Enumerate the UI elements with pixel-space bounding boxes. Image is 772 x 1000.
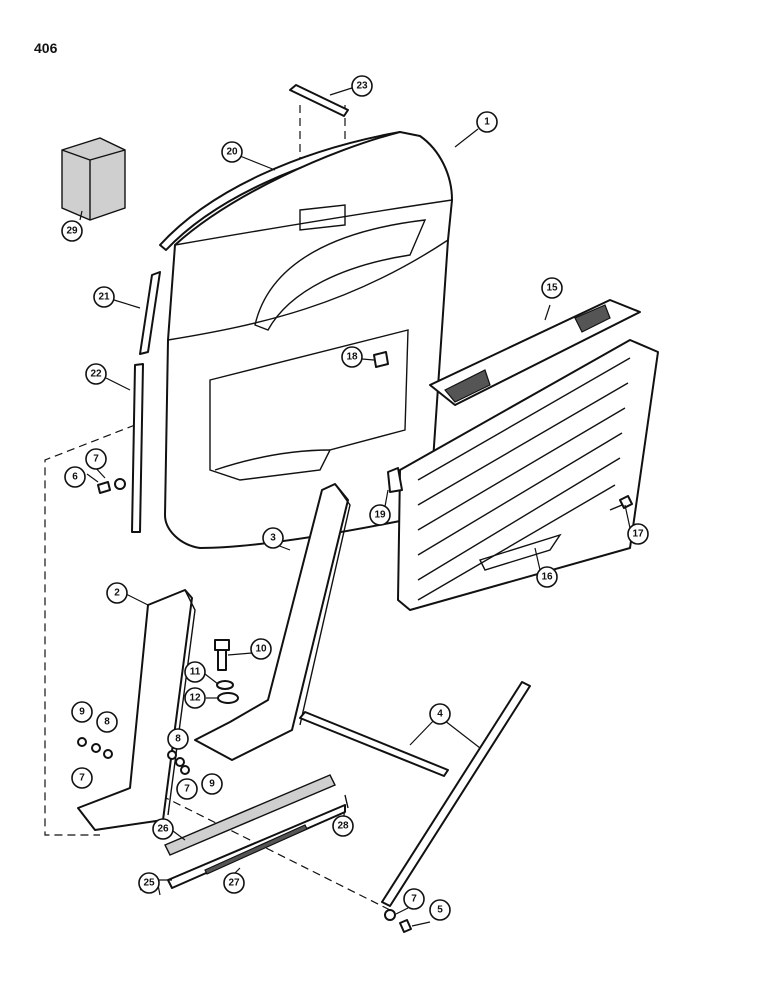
svg-text:17: 17 [632, 529, 644, 540]
wedge-strip-part-23 [289, 84, 349, 117]
support-post-part-3 [194, 483, 351, 761]
svg-text:8: 8 [104, 717, 110, 728]
svg-text:29: 29 [66, 226, 78, 237]
callout-23: 23 [351, 75, 373, 97]
screw-part-28 [344, 794, 349, 809]
foam-block-part-29 [61, 137, 126, 221]
svg-text:10: 10 [255, 644, 267, 655]
shroud-housing-part-1 [164, 131, 453, 549]
svg-text:15: 15 [546, 283, 558, 294]
svg-text:1: 1 [484, 117, 490, 128]
callout-15: 15 [541, 277, 563, 299]
callout-20: 20 [221, 141, 243, 163]
callout-8a: 8 [96, 711, 118, 733]
callout-17: 17 [627, 523, 649, 545]
svg-text:28: 28 [337, 821, 349, 832]
callout-18: 18 [341, 346, 363, 368]
callout-25: 25 [138, 872, 160, 894]
svg-text:8: 8 [175, 734, 181, 745]
clip-part-18 [373, 351, 389, 368]
callout-9a: 9 [71, 701, 93, 723]
callout-11: 11 [184, 661, 206, 683]
svg-text:7: 7 [411, 894, 417, 905]
callout-7d: 7 [403, 888, 425, 910]
callout-21: 21 [93, 286, 115, 308]
svg-text:7: 7 [93, 454, 99, 465]
svg-text:25: 25 [143, 878, 155, 889]
side-seal-part-22 [131, 363, 144, 533]
callout-1: 1 [476, 111, 498, 133]
callout-16: 16 [536, 566, 558, 588]
callout-9b: 9 [201, 773, 223, 795]
strip-part-27 [204, 824, 308, 875]
callout-4: 4 [429, 703, 451, 725]
washer-part-12 [217, 692, 239, 704]
lock-washer-part-11 [216, 680, 234, 690]
svg-text:27: 27 [228, 878, 240, 889]
svg-text:9: 9 [79, 707, 85, 718]
callout-7b: 7 [71, 767, 93, 789]
svg-text:2: 2 [114, 588, 120, 599]
svg-text:26: 26 [157, 824, 169, 835]
callout-2: 2 [106, 582, 128, 604]
svg-text:19: 19 [374, 510, 386, 521]
bracket-part-19 [387, 467, 403, 493]
bolt-part-10 [214, 639, 230, 671]
svg-text:9: 9 [209, 779, 215, 790]
assembly-guide-left [44, 424, 136, 836]
callout-28: 28 [332, 815, 354, 837]
grille-part-16 [397, 339, 659, 611]
svg-text:16: 16 [541, 572, 553, 583]
small-fasteners [77, 478, 396, 921]
svg-text:7: 7 [79, 773, 85, 784]
svg-text:21: 21 [98, 292, 110, 303]
callout-5: 5 [429, 899, 451, 921]
svg-text:12: 12 [189, 693, 201, 704]
svg-text:4: 4 [437, 709, 443, 720]
svg-text:22: 22 [90, 369, 102, 380]
callout-8b: 8 [167, 728, 189, 750]
assembly-guide-bottom [149, 789, 391, 911]
callout-22: 22 [85, 363, 107, 385]
svg-text:20: 20 [226, 147, 238, 158]
callout-12: 12 [184, 687, 206, 709]
svg-text:6: 6 [72, 472, 78, 483]
side-seal-part-21 [139, 271, 161, 355]
screen-frame-part-15 [429, 299, 641, 406]
bolt-part-17 [609, 495, 633, 511]
svg-text:7: 7 [184, 784, 190, 795]
bolt-part-6 [97, 481, 111, 494]
callout-7a: 7 [85, 448, 107, 470]
svg-text:18: 18 [346, 352, 358, 363]
callout-29: 29 [61, 220, 83, 242]
page-number: 406 [34, 40, 58, 56]
callout-27: 27 [223, 872, 245, 894]
callout-6: 6 [64, 466, 86, 488]
svg-text:11: 11 [190, 667, 201, 678]
svg-text:5: 5 [437, 905, 443, 916]
svg-text:23: 23 [356, 81, 368, 92]
callout-26: 26 [152, 818, 174, 840]
svg-text:3: 3 [270, 533, 276, 544]
callout-19: 19 [369, 504, 391, 526]
callout-10: 10 [250, 638, 272, 660]
seal-strip-part-26 [164, 774, 336, 856]
bolt-part-5 [399, 919, 412, 933]
brace-part-4 [299, 681, 531, 907]
callout-7c: 7 [176, 778, 198, 800]
callout-3: 3 [262, 527, 284, 549]
